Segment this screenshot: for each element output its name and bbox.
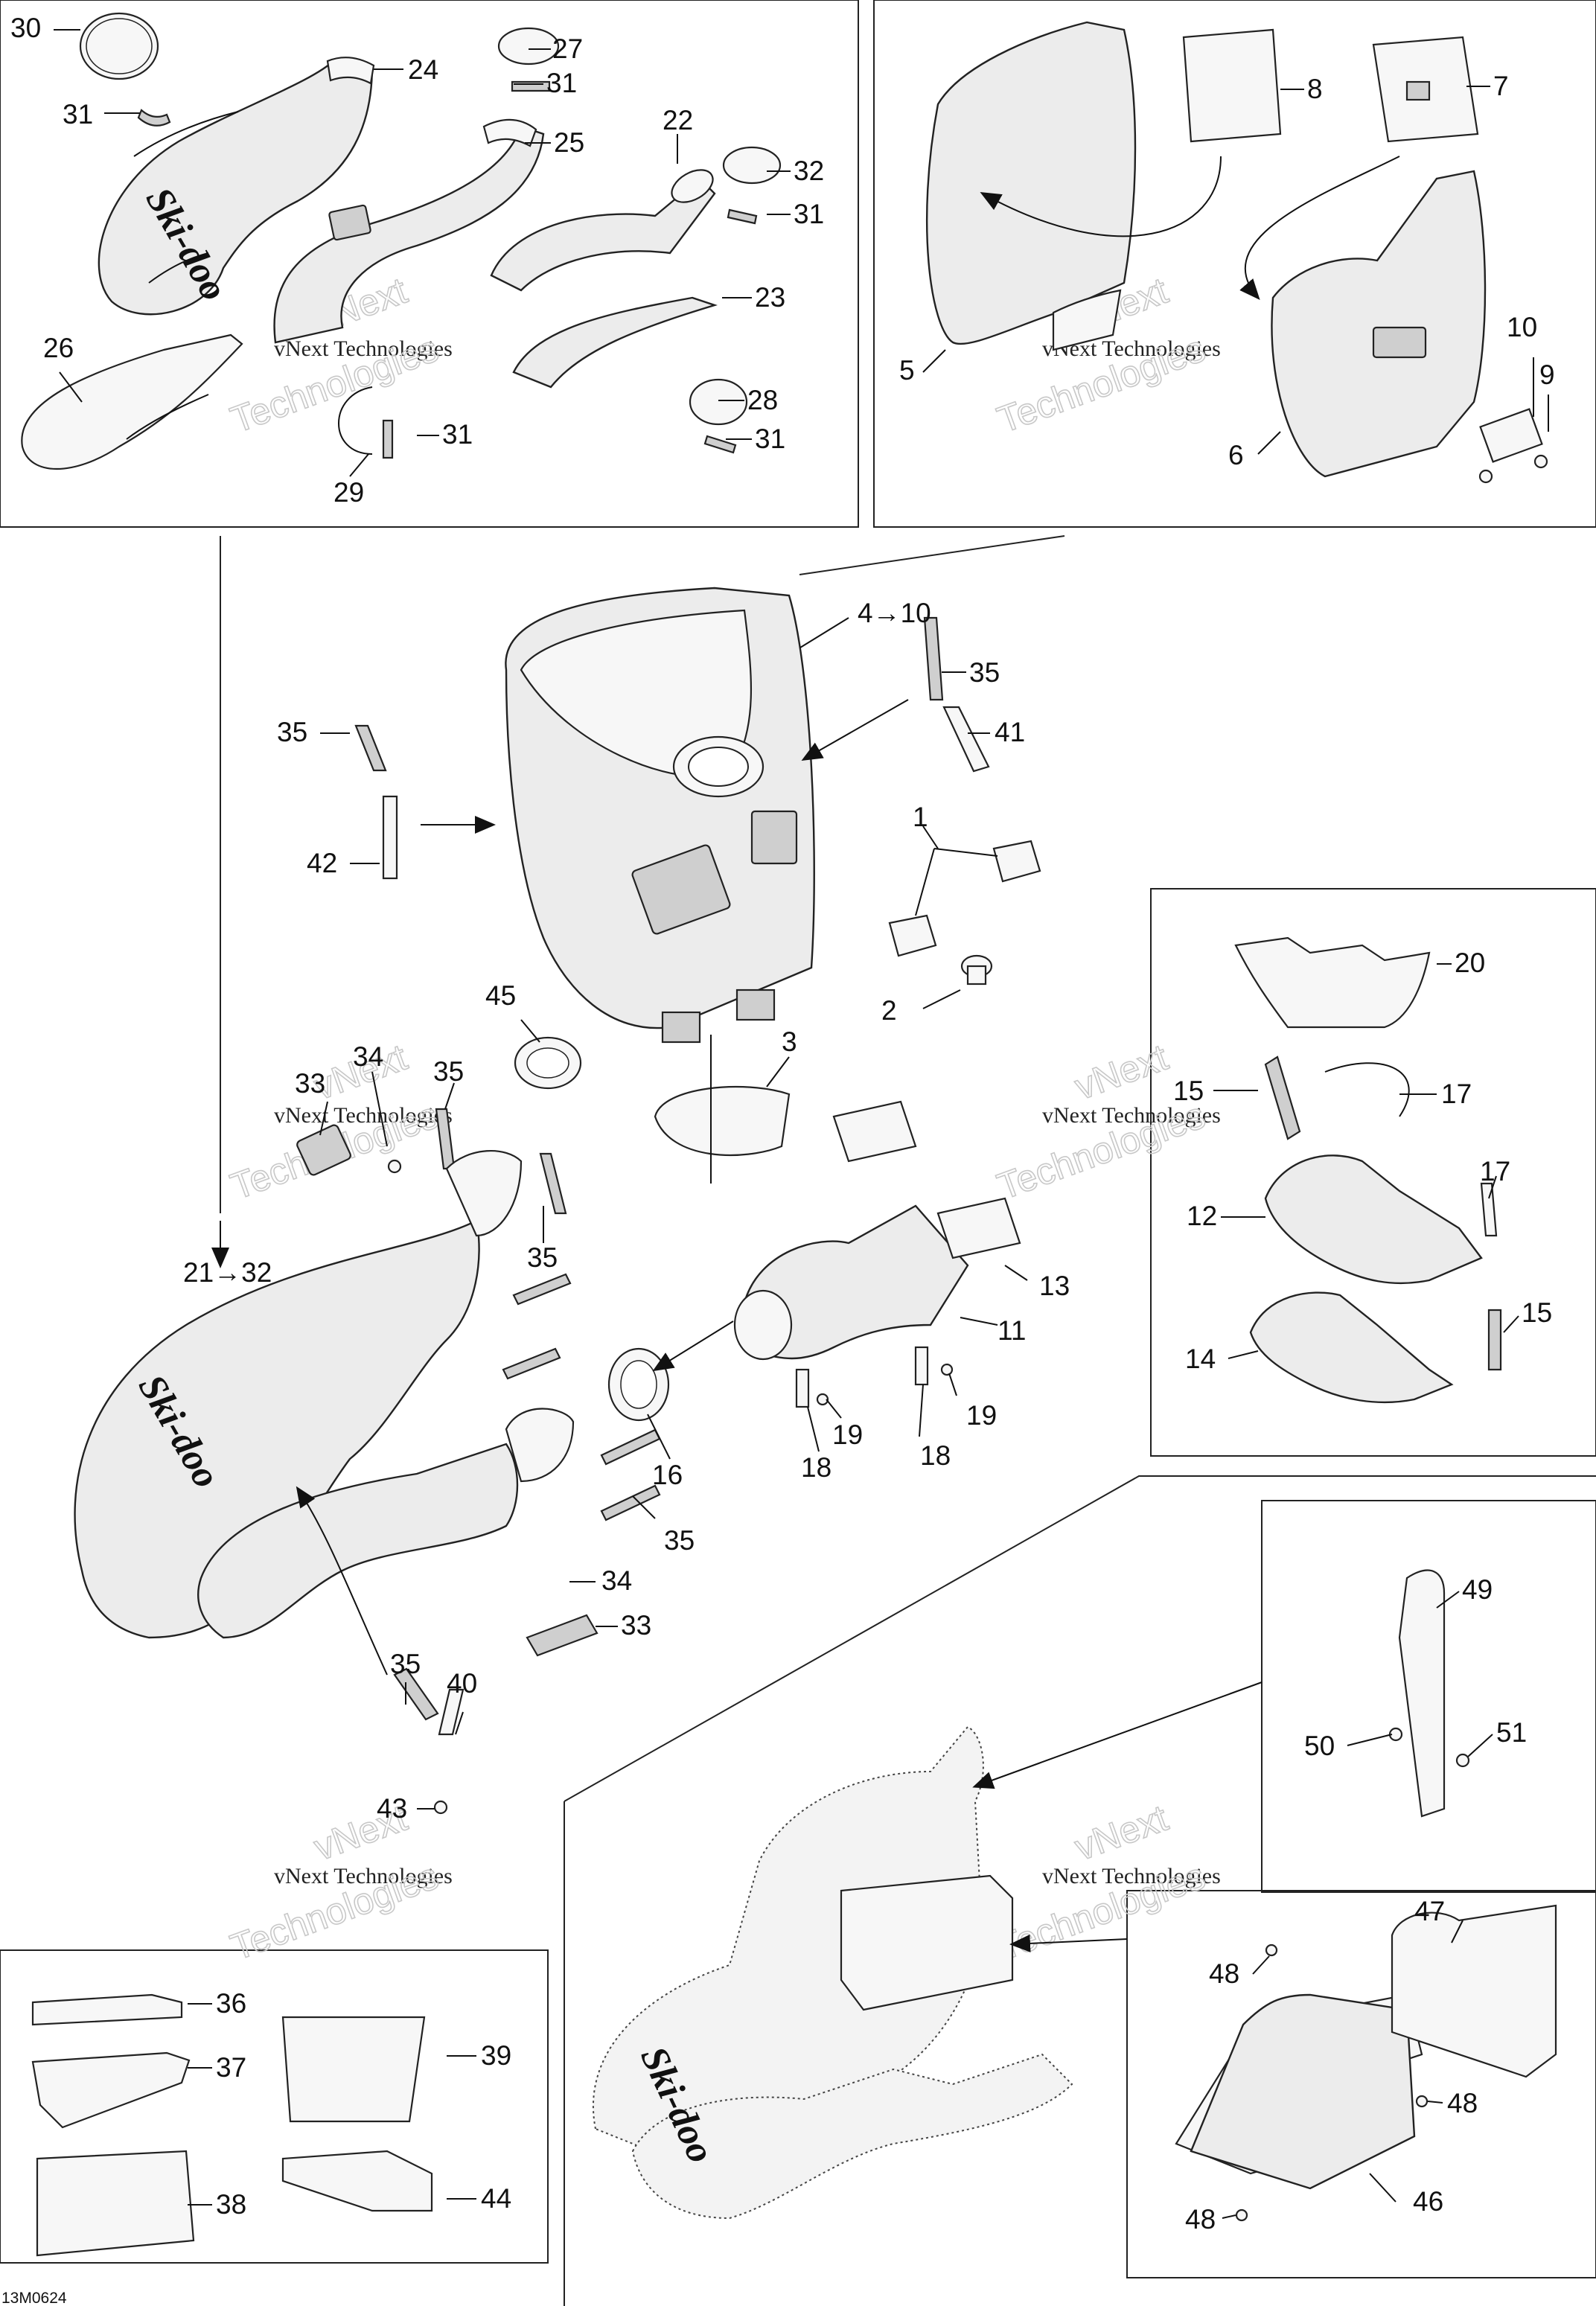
callout-34: 34 bbox=[353, 1041, 383, 1072]
callout-4-10: 4→10 bbox=[858, 598, 931, 628]
callout-15: 15 bbox=[1522, 1297, 1552, 1328]
callout-48: 48 bbox=[1185, 2204, 1216, 2235]
callout-20: 20 bbox=[1455, 948, 1485, 978]
callout-33: 33 bbox=[621, 1610, 651, 1641]
callout-35: 35 bbox=[969, 657, 1000, 688]
callout-39: 39 bbox=[481, 2040, 511, 2071]
panel-exhaust-pipe-parts: Ski-doo bbox=[21, 12, 782, 470]
panel-decals bbox=[31, 1993, 433, 2257]
callout-19: 19 bbox=[966, 1400, 997, 1431]
callout-31: 31 bbox=[794, 199, 824, 229]
callout-33: 33 bbox=[295, 1068, 325, 1099]
callout-23: 23 bbox=[755, 282, 785, 313]
callout-35: 35 bbox=[664, 1525, 695, 1556]
callout-3: 3 bbox=[782, 1026, 797, 1057]
callout-31: 31 bbox=[442, 419, 473, 450]
panel-installed-view: Ski-doo bbox=[592, 1681, 1263, 2220]
callout-11: 11 bbox=[998, 1315, 1026, 1346]
callout-31: 31 bbox=[546, 68, 577, 98]
callout-21-32: 21→32 bbox=[183, 1257, 272, 1288]
callout-28: 28 bbox=[747, 385, 778, 415]
callout-24: 24 bbox=[408, 54, 438, 85]
callout-34: 34 bbox=[601, 1565, 632, 1596]
callout-19: 19 bbox=[832, 1419, 863, 1450]
callout-30: 30 bbox=[10, 13, 41, 43]
panel-muffler-assembly: Ski-doo bbox=[74, 587, 1041, 1815]
callout-1: 1 bbox=[913, 802, 928, 832]
svg-text:vNext: vNext bbox=[1070, 1036, 1173, 1108]
callout-29: 29 bbox=[333, 477, 364, 508]
callout-48: 48 bbox=[1447, 2088, 1478, 2118]
panel-muffler-covers bbox=[926, 21, 1548, 484]
callout-25: 25 bbox=[554, 127, 584, 158]
callout-32: 32 bbox=[794, 156, 824, 186]
callout-9: 9 bbox=[1539, 360, 1555, 390]
callout-8: 8 bbox=[1307, 74, 1323, 104]
callout-leaders bbox=[54, 29, 1549, 2219]
callout-17: 17 bbox=[1441, 1079, 1472, 1109]
watermark-3: vNext vNext Technologies Technologies bbox=[225, 1035, 453, 1208]
watermark-4: vNext vNext Technologies Technologies bbox=[992, 1035, 1221, 1208]
callout-35: 35 bbox=[390, 1649, 421, 1679]
callout-27: 27 bbox=[552, 33, 583, 64]
callout-7: 7 bbox=[1493, 71, 1509, 101]
callout-43: 43 bbox=[377, 1793, 407, 1824]
callout-38: 38 bbox=[216, 2189, 246, 2220]
watermark-6: vNext vNext Technologies Technologies bbox=[992, 1796, 1221, 1969]
panel-bracket bbox=[1175, 1904, 1557, 2222]
callout-35: 35 bbox=[433, 1056, 464, 1087]
svg-text:vNext: vNext bbox=[1070, 1797, 1173, 1868]
callout-50: 50 bbox=[1304, 1731, 1335, 1761]
callout-37: 37 bbox=[216, 2052, 246, 2083]
callout-18: 18 bbox=[801, 1452, 831, 1483]
callout-14: 14 bbox=[1185, 1344, 1216, 1374]
callout-46: 46 bbox=[1413, 2186, 1443, 2217]
callout-numbers: 30 31 24 27 31 25 22 32 31 23 26 31 29 2… bbox=[10, 13, 1555, 2235]
callout-47: 47 bbox=[1414, 1896, 1445, 1926]
callout-16: 16 bbox=[652, 1460, 683, 1490]
callout-15: 15 bbox=[1173, 1076, 1204, 1106]
svg-text:vNext Technologies: vNext Technologies bbox=[1042, 1864, 1221, 1888]
callout-51: 51 bbox=[1496, 1717, 1527, 1748]
callout-6: 6 bbox=[1228, 440, 1244, 470]
callout-49: 49 bbox=[1462, 1574, 1493, 1605]
callout-42: 42 bbox=[307, 848, 337, 878]
callout-35: 35 bbox=[527, 1242, 558, 1273]
svg-text:vNext Technologies: vNext Technologies bbox=[274, 1864, 453, 1888]
callout-2: 2 bbox=[881, 995, 897, 1026]
callout-35: 35 bbox=[277, 717, 307, 747]
callout-40: 40 bbox=[447, 1668, 477, 1699]
callout-36: 36 bbox=[216, 1988, 246, 2019]
callout-45: 45 bbox=[485, 980, 516, 1011]
callout-17: 17 bbox=[1480, 1156, 1510, 1186]
panel-heat-shields bbox=[1234, 936, 1502, 1404]
callout-31: 31 bbox=[755, 424, 785, 454]
callout-12: 12 bbox=[1187, 1201, 1217, 1231]
callout-41: 41 bbox=[995, 717, 1025, 747]
figure-code: 13M0624 bbox=[1, 2290, 67, 2306]
callout-31: 31 bbox=[63, 99, 93, 130]
svg-text:vNext Technologies: vNext Technologies bbox=[274, 336, 453, 361]
callout-18: 18 bbox=[920, 1440, 951, 1471]
callout-5: 5 bbox=[899, 355, 915, 386]
panel-deflector bbox=[1388, 1569, 1470, 1818]
svg-text:vNext Technologies: vNext Technologies bbox=[274, 1103, 453, 1128]
callout-48: 48 bbox=[1209, 1958, 1239, 1989]
watermark-5: vNext vNext Technologies Technologies bbox=[225, 1796, 453, 1969]
callout-10: 10 bbox=[1507, 312, 1537, 342]
svg-text:vNext Technologies: vNext Technologies bbox=[1042, 1103, 1221, 1128]
callout-13: 13 bbox=[1039, 1271, 1070, 1301]
callout-44: 44 bbox=[481, 2183, 511, 2214]
callout-26: 26 bbox=[43, 333, 74, 363]
callout-22: 22 bbox=[663, 105, 693, 135]
